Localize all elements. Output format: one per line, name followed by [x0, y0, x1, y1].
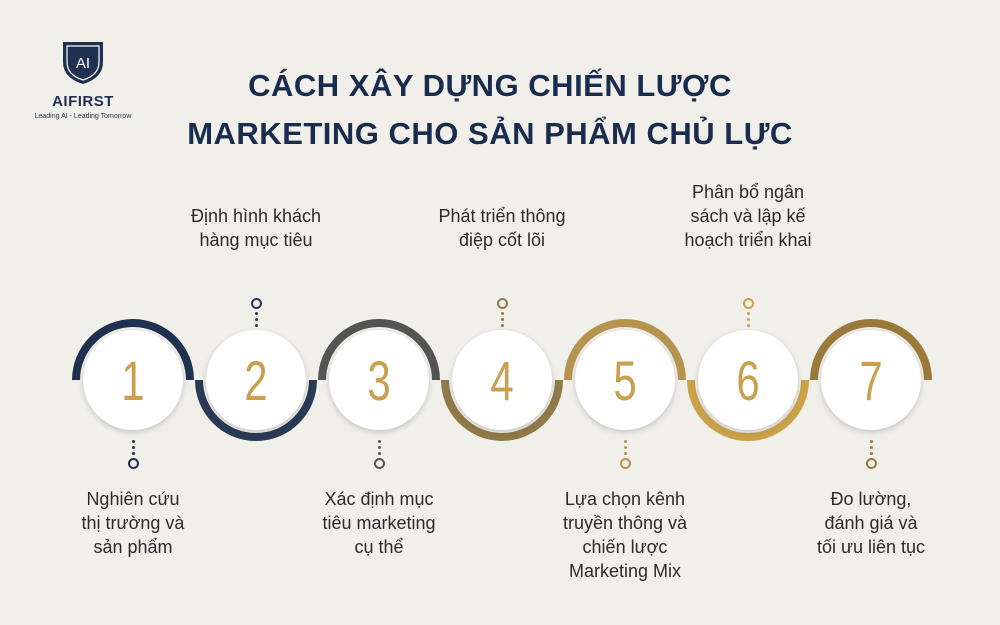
step-label-4: Phát triển thông điệp cốt lõi — [422, 204, 582, 252]
brand-tagline: Leading AI - Leading Tomorrow — [34, 113, 132, 120]
step-label-line: sách và lập kế — [690, 206, 806, 226]
step-label-line: Nghiên cứu — [86, 489, 180, 509]
step-number-5: 5 — [613, 350, 636, 412]
step-connector-6 — [742, 298, 754, 327]
logo-mark-text: AI — [76, 55, 90, 72]
step-label-line: cụ thể — [354, 537, 404, 557]
connector-ring-icon — [127, 458, 139, 469]
title-line-2: MARKETING CHO SẢN PHẨM CHỦ LỰC — [187, 116, 793, 151]
step-arc-4 — [441, 380, 563, 441]
connector-ring-icon — [496, 298, 508, 309]
connector-ring-icon — [742, 298, 754, 309]
connector-ring-icon — [373, 458, 385, 469]
page-title: CÁCH XÂY DỰNG CHIẾN LƯỢC MARKETING CHO S… — [170, 62, 810, 158]
step-label-line: Marketing Mix — [568, 561, 682, 581]
step-label-line: Phân bổ ngân — [691, 182, 805, 202]
step-circle-4 — [452, 330, 552, 430]
step-circle-7 — [821, 330, 921, 430]
step-connector-4 — [496, 298, 508, 327]
step-label-line: hoạch triển khai — [684, 230, 812, 250]
step-arc-6 — [687, 380, 809, 441]
step-circle-2 — [206, 330, 306, 430]
connector-ring-icon — [250, 298, 262, 309]
step-arc-1 — [72, 319, 194, 380]
step-circle-3 — [329, 330, 429, 430]
step-label-3: Xác định mục tiêu marketing cụ thể — [299, 487, 459, 559]
shield-logo-icon: AI — [63, 42, 103, 84]
connector-ring-icon — [865, 458, 877, 469]
step-label-7: Đo lường, đánh giá và tối ưu liên tục — [791, 487, 951, 559]
step-number-7: 7 — [859, 350, 882, 412]
brand-logo: AI AIFIRST Leading AI - Leading Tomorrow — [28, 38, 138, 120]
step-label-line: truyền thông và — [562, 513, 688, 533]
step-connector-2 — [250, 298, 262, 327]
connector-ring-icon — [619, 458, 631, 469]
step-label-line: Đo lường, — [830, 489, 912, 509]
brand-name: AIFIRST — [52, 93, 114, 110]
step-arc-2 — [195, 380, 317, 441]
step-circle-5 — [575, 330, 675, 430]
step-label-line: Lựa chọn kênh — [564, 489, 686, 509]
step-number-6: 6 — [736, 350, 759, 412]
step-arc-3 — [318, 319, 440, 380]
step-label-6: Phân bổ ngân sách và lập kế hoạch triển kh… — [668, 180, 828, 252]
step-arc-5 — [564, 319, 686, 380]
step-connector-3 — [373, 437, 385, 469]
step-label-line: thị trường và — [81, 513, 185, 533]
step-circle-1 — [83, 330, 183, 430]
step-label-line: tiêu marketing — [322, 513, 436, 533]
step-number-1: 1 — [121, 350, 144, 412]
title-line-1: CÁCH XÂY DỰNG CHIẾN LƯỢC — [248, 68, 732, 103]
step-label-line: sản phẩm — [93, 537, 173, 557]
step-label-2: Định hình khách hàng mục tiêu — [176, 204, 336, 252]
step-number-4: 4 — [490, 350, 513, 412]
step-connector-7 — [865, 437, 877, 469]
step-number-3: 3 — [367, 350, 390, 412]
step-arc-7 — [810, 319, 932, 380]
step-label-line: tối ưu liên tục — [816, 537, 926, 557]
step-label-line: Phát triển thông — [438, 206, 566, 226]
step-label-line: điệp cốt lõi — [458, 230, 546, 250]
step-label-line: đánh giá và — [824, 513, 918, 533]
step-label-line: chiến lược — [582, 537, 668, 557]
step-label-line: Xác định mục — [324, 489, 434, 509]
step-label-1: Nghiên cứu thị trường và sản phẩm — [53, 487, 213, 559]
step-connector-1 — [127, 437, 139, 469]
step-label-line: Định hình khách — [190, 206, 322, 226]
step-label-line: hàng mục tiêu — [199, 230, 313, 250]
step-connector-5 — [619, 437, 631, 469]
step-number-2: 2 — [244, 350, 267, 412]
step-circle-6 — [698, 330, 798, 430]
